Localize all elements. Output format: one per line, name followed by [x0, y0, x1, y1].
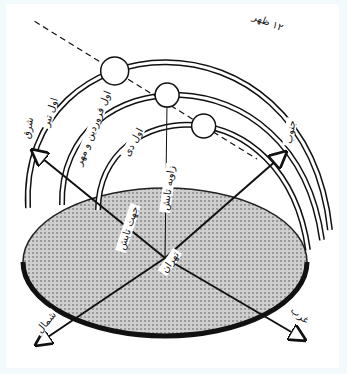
- noon-line: [35, 21, 257, 159]
- east-axis: [32, 150, 165, 258]
- north-axis: [36, 258, 165, 345]
- south-axis: [165, 152, 286, 258]
- sun-disc: [155, 83, 179, 107]
- sun-disc: [192, 114, 216, 138]
- west-axis: [165, 258, 305, 340]
- sun-disc: [101, 57, 129, 85]
